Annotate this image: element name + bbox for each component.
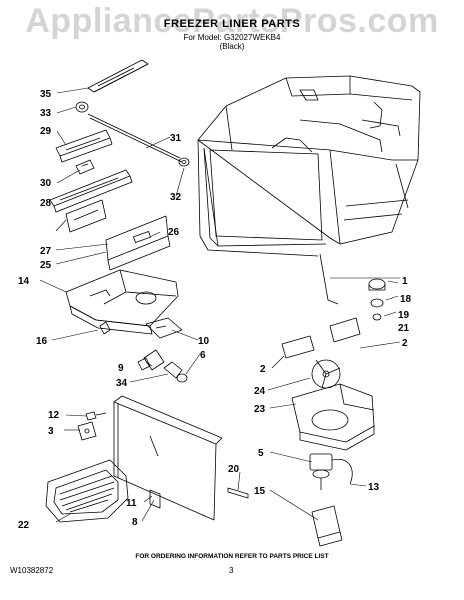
callout-21: 21 bbox=[398, 323, 410, 334]
vent-grille-part bbox=[45, 459, 129, 523]
foam-pad-part bbox=[145, 317, 183, 339]
callout-3: 3 bbox=[48, 426, 54, 437]
washer-part bbox=[370, 298, 384, 308]
screw-part bbox=[85, 411, 107, 421]
mount-bracket-part bbox=[65, 199, 107, 233]
washer-part bbox=[75, 101, 89, 113]
page-title: FREEZER LINER PARTS bbox=[163, 18, 301, 30]
strip-part bbox=[227, 487, 249, 499]
callout-8: 8 bbox=[132, 517, 138, 528]
callout-25: 25 bbox=[40, 260, 52, 271]
spacer-part bbox=[372, 313, 382, 321]
small-clip-part bbox=[99, 321, 111, 335]
callout-26: 26 bbox=[168, 227, 180, 238]
callout-2-left: 2 bbox=[260, 364, 266, 375]
clip-part bbox=[75, 159, 95, 175]
lamp-socket-part bbox=[137, 349, 165, 371]
callout-33: 33 bbox=[40, 108, 52, 119]
callout-1: 1 bbox=[402, 276, 408, 287]
rod-part bbox=[87, 113, 183, 163]
callout-18: 18 bbox=[400, 294, 412, 305]
watermark: AppliancePartsPros.com bbox=[25, 2, 439, 40]
callout-5: 5 bbox=[258, 448, 264, 459]
cap-part bbox=[178, 157, 190, 167]
fan-housing-part bbox=[65, 269, 179, 335]
insulation-pad-part bbox=[329, 317, 361, 343]
model-line: For Model: G32027WEKB4 bbox=[183, 33, 281, 42]
callout-22: 22 bbox=[18, 520, 30, 531]
callout-12: 12 bbox=[48, 410, 60, 421]
fan-motor-part bbox=[309, 453, 353, 490]
insulation-pad-part bbox=[281, 335, 315, 359]
document-number: W10382872 bbox=[10, 566, 54, 575]
callout-11: 11 bbox=[126, 498, 137, 509]
callout-34: 34 bbox=[116, 378, 128, 389]
callout-31: 31 bbox=[170, 133, 182, 144]
page-number: 3 bbox=[229, 566, 234, 575]
freezer-liner-part bbox=[197, 75, 421, 305]
callout-numbers: 35 33 29 31 30 32 28 26 27 25 14 16 10 9… bbox=[18, 89, 412, 531]
callout-16: 16 bbox=[36, 336, 48, 347]
callout-23: 23 bbox=[254, 404, 266, 415]
fan-blade-part bbox=[311, 359, 341, 389]
top-rail-part bbox=[87, 59, 149, 93]
callout-30: 30 bbox=[40, 178, 52, 189]
bulb-part bbox=[163, 361, 188, 383]
callout-29: 29 bbox=[40, 126, 52, 137]
callout-6: 6 bbox=[200, 350, 206, 361]
callout-10: 10 bbox=[198, 336, 210, 347]
callout-15: 15 bbox=[254, 486, 266, 497]
back-panel-part bbox=[113, 395, 223, 521]
callout-2-right: 2 bbox=[402, 338, 408, 349]
leader-lines bbox=[39, 87, 401, 523]
color-line: (Black) bbox=[219, 42, 245, 51]
callout-14: 14 bbox=[18, 276, 30, 287]
callout-19: 19 bbox=[398, 310, 410, 321]
callout-9: 9 bbox=[118, 363, 124, 374]
gear-part bbox=[368, 278, 386, 291]
side-panel-part bbox=[105, 215, 171, 271]
callout-28: 28 bbox=[40, 198, 52, 209]
callout-32: 32 bbox=[170, 192, 182, 203]
ordering-note: FOR ORDERING INFORMATION REFER TO PARTS … bbox=[135, 553, 329, 560]
callout-20: 20 bbox=[228, 464, 240, 475]
callout-13: 13 bbox=[368, 482, 380, 493]
slide-part bbox=[49, 169, 133, 213]
callout-27: 27 bbox=[40, 246, 52, 257]
callout-24: 24 bbox=[254, 386, 266, 397]
motor-bracket-part bbox=[311, 505, 343, 547]
callout-35: 35 bbox=[40, 89, 52, 100]
retainer-part bbox=[77, 421, 97, 441]
bracket-part bbox=[55, 129, 113, 163]
fan-shroud-part bbox=[291, 383, 375, 451]
